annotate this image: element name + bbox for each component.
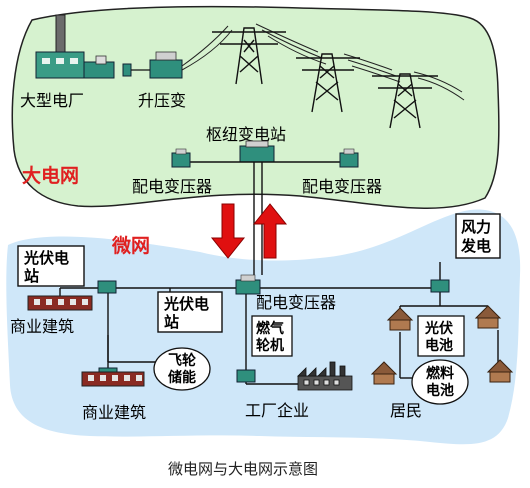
commercial-building-1-label: 商业建筑	[10, 317, 74, 336]
pylon-icon	[296, 53, 360, 113]
pv-battery-line2: 电池	[425, 337, 453, 354]
pylon-icon	[372, 73, 438, 129]
fuel-cell-line2: 电池	[426, 382, 454, 399]
gas-turbine-line2: 轮机	[256, 337, 284, 354]
power-plant-label: 大型电厂	[20, 91, 84, 110]
commercial-building-2-label: 商业建筑	[82, 403, 146, 422]
residents-label: 居民	[390, 401, 422, 420]
diagram-caption: 微电网与大电网示意图	[168, 460, 318, 478]
grid-region	[11, 5, 500, 209]
pv-battery-line1: 光伏	[424, 320, 453, 337]
flywheel-line1: 飞轮	[168, 352, 196, 369]
pv-battery-box	[417, 315, 465, 357]
microgrid-title: 微网	[111, 234, 150, 257]
arrow-down-icon	[210, 203, 246, 259]
gas-turbine-line1: 燃气	[256, 320, 284, 337]
flywheel-storage-ellipse	[153, 347, 211, 391]
house-icon	[370, 361, 398, 385]
microgrid-transformer-icon	[235, 274, 261, 295]
transmission-lines	[181, 23, 465, 101]
step-up-label: 升压变	[138, 91, 186, 110]
step-up-transformer-icon	[122, 51, 183, 79]
distribution-transformer-icon	[171, 148, 191, 168]
pv-station-left-box	[17, 245, 85, 287]
transformer-left-label: 配电变压器	[132, 177, 212, 196]
pv-station-mid-line1: 光伏电	[163, 295, 209, 313]
house-icon	[474, 305, 502, 329]
flywheel-line2: 储能	[167, 369, 196, 386]
power-plant-icon	[35, 14, 115, 79]
distribution-transformer-icon	[339, 148, 359, 168]
pv-station-mid-line2: 站	[164, 313, 179, 331]
wind-power-line2: 发电	[460, 237, 491, 255]
transformer-right-label: 配电变压器	[302, 177, 382, 196]
pv-station-left-line2: 站	[24, 267, 39, 285]
pv-station-left-line1: 光伏电	[23, 249, 69, 267]
factory-icon	[297, 361, 353, 391]
grid-title: 大电网	[22, 164, 79, 187]
fuel-cell-line1: 燃料	[426, 365, 454, 382]
pv-station-mid-box	[157, 291, 223, 333]
commercial-building-icon	[27, 295, 93, 311]
microgrid-transformer-label: 配电变压器	[256, 293, 336, 312]
house-icon	[386, 307, 414, 331]
fuel-cell-ellipse	[411, 359, 469, 405]
arrow-up-icon	[252, 203, 288, 259]
hub-substation-label: 枢纽变电站	[206, 125, 286, 144]
wind-power-line1: 风力	[461, 218, 491, 236]
house-icon	[486, 359, 514, 383]
pylon-icon	[212, 27, 286, 85]
factory-label: 工厂企业	[245, 401, 309, 420]
commercial-building-icon	[81, 371, 145, 387]
wind-power-box	[455, 213, 501, 259]
gas-turbine-box	[251, 315, 293, 357]
